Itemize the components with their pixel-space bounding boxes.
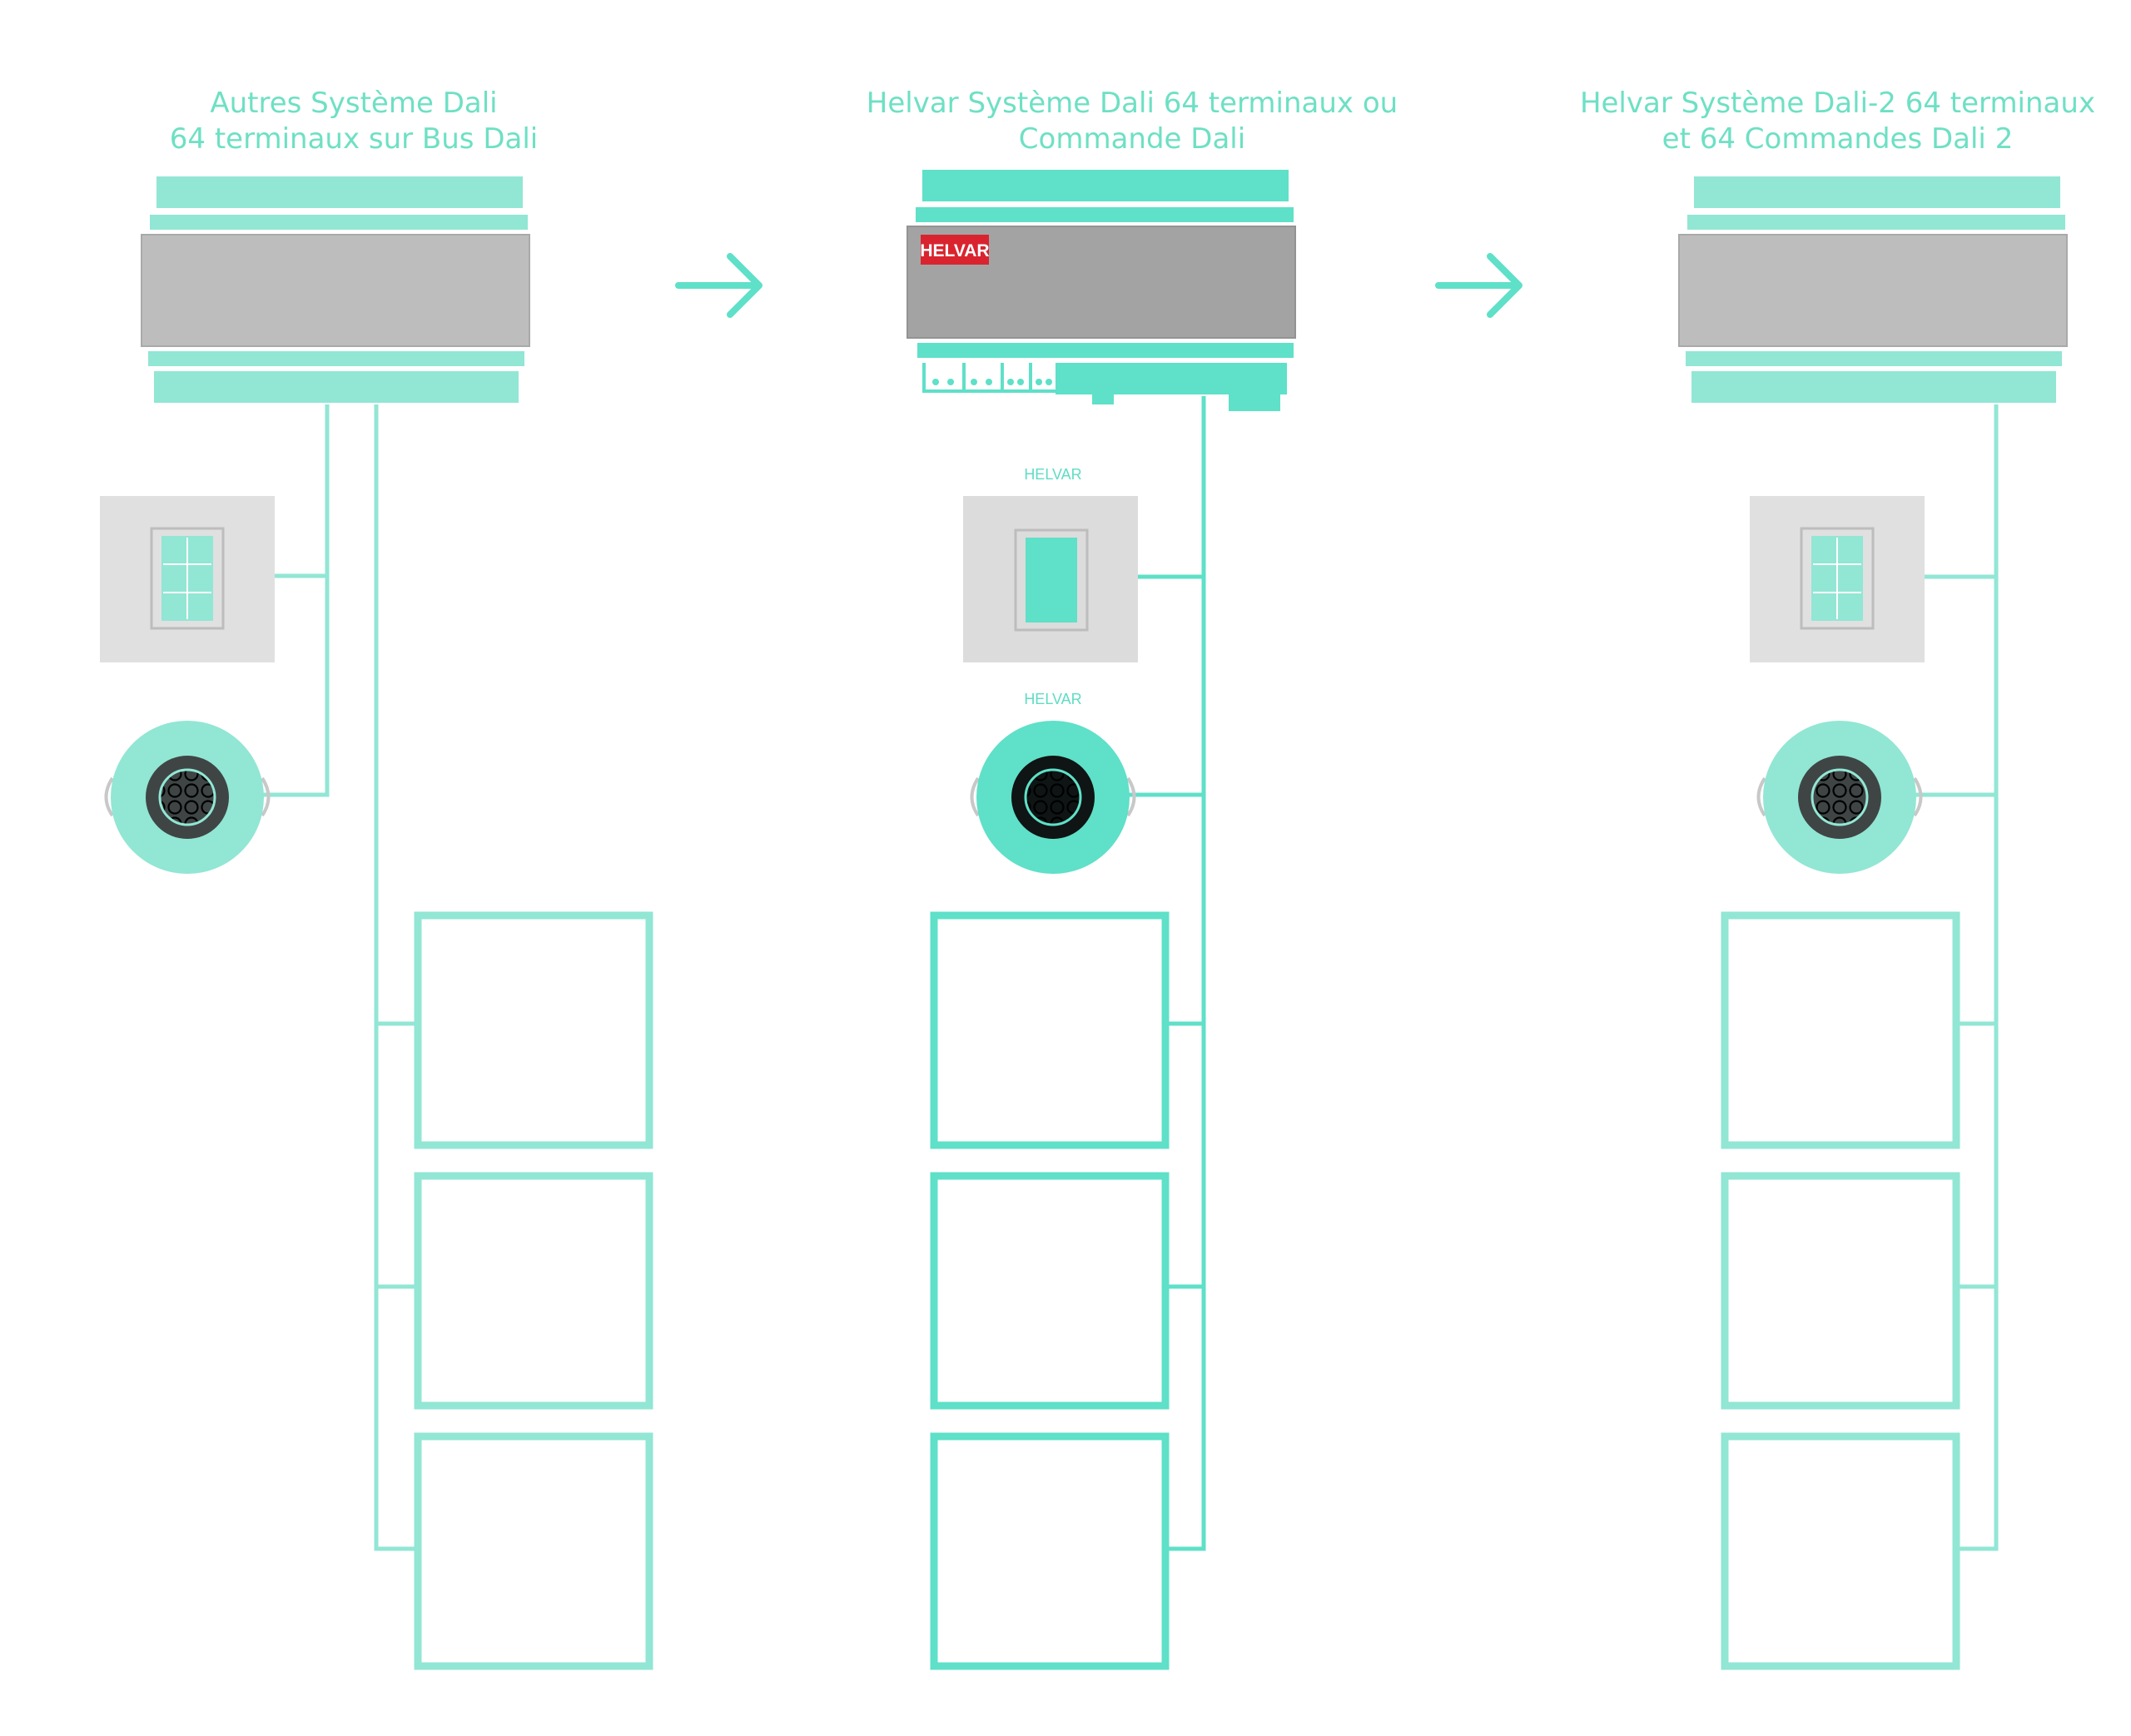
- controller-top-rail: [1694, 176, 2060, 208]
- controller-terminal-block: [1056, 363, 1287, 394]
- column-title-helvar-dali: Helvar Système Dali 64 terminaux ou Comm…: [849, 86, 1415, 157]
- dali-bus-wiring-dali2: [1915, 404, 1999, 1551]
- column-title-other-system: Autres Système Dali 64 terminaux sur Bus…: [162, 86, 545, 157]
- brand-badge: [921, 235, 989, 265]
- column-title-helvar-dali2: Helvar Système Dali-2 64 terminaux et 64…: [1569, 86, 2106, 157]
- luminaire-panels-helvar: [930, 911, 1170, 1670]
- controller-top-strip: [150, 215, 528, 230]
- luminaire-panels-other: [414, 911, 653, 1670]
- terminal-connectors: [922, 363, 1056, 393]
- controller-other: [141, 176, 530, 403]
- luminaire-panel-2: [1721, 1172, 1960, 1410]
- luminaire-panel-1: [930, 911, 1170, 1149]
- sensor-clip-left: [970, 776, 980, 817]
- controller-bottom-rail: [154, 371, 519, 403]
- bus-line: [1165, 396, 1206, 1551]
- controller-body: [141, 234, 530, 347]
- controller-top-rail: [922, 170, 1289, 201]
- controller-foot-1: [1092, 393, 1114, 404]
- controller-top-strip: [916, 207, 1294, 222]
- occupancy-sensor-dali2: [1756, 721, 1923, 874]
- controller-helvar-dali: HELVAR: [907, 170, 1296, 411]
- occupancy-sensor-other: [104, 721, 271, 874]
- bus-line-luminaires: [374, 404, 416, 1551]
- column-title-line-1: Helvar Système Dali-2 64 terminaux: [1579, 87, 2096, 120]
- controller-body: [1678, 234, 2068, 347]
- sensor-clip-right: [1913, 776, 1923, 817]
- switch-brand-label: HELVAR: [1024, 466, 1081, 483]
- luminaire-panel-1: [414, 911, 653, 1149]
- switch-frame: [1014, 528, 1089, 632]
- sensor-clip-right: [261, 776, 271, 817]
- wall-switch-helvar: [963, 496, 1138, 662]
- bus-line-controls: [250, 404, 330, 797]
- sensor-lens-icon: [160, 770, 215, 825]
- controller-top-strip: [1687, 215, 2065, 230]
- arrow-right-icon: [675, 253, 762, 318]
- luminaire-panel-3: [1721, 1432, 1960, 1670]
- controller-bottom-rail: [1691, 371, 2056, 403]
- wall-switch-dali2: [1750, 496, 1925, 662]
- switch-buttons: [1026, 538, 1077, 622]
- bus-line: [1956, 404, 1999, 1551]
- occupancy-sensor-helvar: [970, 721, 1136, 874]
- switch-frame: [150, 527, 225, 630]
- dali-bus-wiring-other: [250, 404, 416, 1551]
- sensor-clip-left: [104, 776, 114, 817]
- column-title-line-1: Helvar Système Dali 64 terminaux ou: [866, 87, 1398, 120]
- switch-frame: [1800, 527, 1875, 630]
- column-title-line-1: Autres Système Dali: [210, 87, 498, 120]
- luminaire-panel-2: [414, 1172, 653, 1410]
- arrow-right-icon: [1435, 253, 1522, 318]
- controller-bottom-strip: [917, 343, 1294, 358]
- dali-bus-wiring-helvar: [1128, 396, 1206, 1551]
- sensor-clip-left: [1756, 776, 1766, 817]
- luminaire-panel-3: [930, 1432, 1170, 1670]
- sensor-brand-label: HELVAR: [1024, 691, 1081, 707]
- column-title-line-2: et 64 Commandes Dali 2: [1662, 122, 2014, 156]
- sensor-lens-icon: [1026, 770, 1080, 825]
- column-title-line-2: 64 terminaux sur Bus Dali: [169, 122, 539, 156]
- sensor-lens-icon: [1812, 770, 1867, 825]
- wall-switch-other: [100, 496, 275, 662]
- luminaire-panels-dali2: [1721, 911, 1960, 1670]
- controller-helvar-dali2: [1678, 176, 2068, 403]
- column-title-line-2: Commande Dali: [1018, 122, 1246, 156]
- controller-bottom-strip: [1686, 351, 2062, 366]
- luminaire-panel-2: [930, 1172, 1170, 1410]
- luminaire-panel-1: [1721, 911, 1960, 1149]
- terminal-screws: [932, 379, 1052, 385]
- controller-foot-2: [1229, 393, 1280, 411]
- controller-top-rail: [156, 176, 523, 208]
- brand-badge-text: HELVAR: [920, 241, 989, 260]
- luminaire-panel-3: [414, 1432, 653, 1670]
- controller-bottom-strip: [148, 351, 524, 366]
- sensor-clip-right: [1126, 776, 1136, 817]
